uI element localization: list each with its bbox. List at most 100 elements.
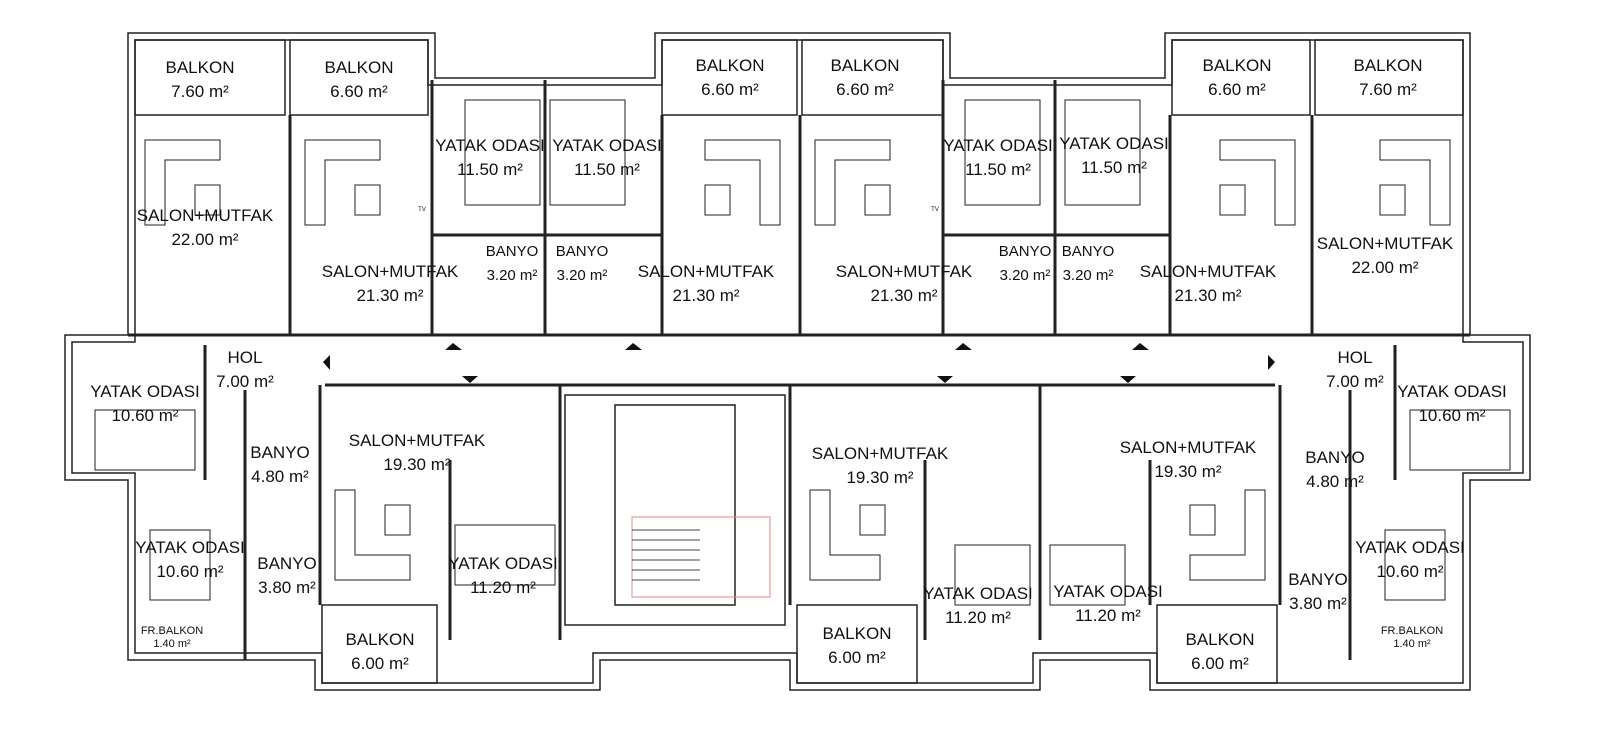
room-label: BANYO 3.20 m² (1062, 240, 1115, 288)
furniture (94, 99, 1511, 606)
room-area: 10.60 m² (111, 406, 179, 425)
room-area: 10.60 m² (1418, 406, 1486, 425)
room-name: YATAK ODASI (435, 136, 545, 155)
room-area: 3.80 m² (258, 578, 316, 597)
room-area: 11.50 m² (457, 160, 523, 179)
room-area: 7.60 m² (171, 82, 229, 101)
room-label: YATAK ODASI 10.60 m² (90, 380, 200, 428)
bottom-partitions (203, 345, 1397, 660)
room-label: BANYO 3.20 m² (486, 240, 539, 288)
room-name: BANYO (250, 443, 310, 462)
room-area: 6.60 m² (330, 82, 388, 101)
room-label: BALKON 6.00 m² (346, 628, 415, 676)
room-label: BALKON 6.00 m² (1186, 628, 1255, 676)
room-name: HOL (1337, 348, 1373, 367)
top-partitions (288, 80, 1314, 335)
room-name: BALKON (830, 56, 900, 75)
room-area: 11.50 m² (965, 160, 1031, 179)
room-name: BANYO (257, 554, 317, 573)
room-name: BALKON (1353, 56, 1423, 75)
room-area: 3.80 m² (1289, 594, 1347, 613)
room-area: 4.80 m² (251, 467, 309, 486)
room-area: 6.60 m² (701, 80, 759, 99)
room-area: 21.30 m² (1174, 286, 1242, 305)
room-area: 6.00 m² (828, 648, 886, 667)
room-area: 7.00 m² (216, 372, 274, 391)
balcony-wall (1171, 39, 1311, 116)
room-area: 21.30 m² (870, 286, 938, 305)
room-name: BALKON (1185, 630, 1255, 649)
room-name: BANYO (1305, 448, 1365, 467)
room-label: SALON+MUTFAK 19.30 m² (812, 442, 949, 490)
room-label: BALKON 6.60 m² (325, 56, 394, 104)
room-area: 6.00 m² (1191, 654, 1249, 673)
room-label: BANYO 4.80 m² (250, 441, 310, 489)
room-name: SALON+MUTFAK (637, 262, 775, 281)
room-area: 21.30 m² (356, 286, 424, 305)
stair-core (564, 394, 786, 626)
room-name: SALON+MUTFAK (136, 206, 274, 225)
room-name: YATAK ODASI (448, 554, 558, 573)
room-area: 1.40 m² (1393, 638, 1431, 650)
room-name: YATAK ODASI (1355, 538, 1465, 557)
balcony-wall (134, 39, 286, 116)
room-name: SALON+MUTFAK (811, 444, 949, 463)
room-name: BANYO (1061, 243, 1115, 260)
room-area: 3.20 m² (1062, 267, 1114, 284)
room-area: 6.00 m² (351, 654, 409, 673)
room-name: FR.BALKON (1380, 625, 1444, 637)
room-name: SALON+MUTFAK (321, 262, 459, 281)
room-name: BALKON (345, 630, 415, 649)
room-name: HOL (227, 348, 263, 367)
room-area: 1.40 m² (153, 638, 191, 650)
room-label: SALON+MUTFAK 22.00 m² (137, 204, 274, 252)
balcony-wall (801, 39, 944, 116)
room-name: YATAK ODASI (90, 382, 200, 401)
room-name: BANYO (1288, 570, 1348, 589)
entry-arrows (323, 343, 1275, 383)
room-label: SALON+MUTFAK 21.30 m² (1140, 260, 1277, 308)
room-area: 19.30 m² (846, 468, 914, 487)
room-label: BANYO 3.80 m² (1288, 568, 1348, 616)
room-area: 3.20 m² (486, 267, 538, 284)
room-area: 7.60 m² (1359, 80, 1417, 99)
room-name: YATAK ODASI (923, 584, 1033, 603)
room-name: BALKON (165, 58, 235, 77)
room-name: BANYO (555, 243, 609, 260)
room-label: BALKON 7.60 m² (1354, 54, 1423, 102)
room-name: SALON+MUTFAK (835, 262, 973, 281)
room-label: BANYO 3.20 m² (999, 240, 1052, 288)
room-area: 6.60 m² (836, 80, 894, 99)
tv-label: TV (931, 207, 939, 213)
outer-wall (64, 32, 1531, 691)
room-area: 3.20 m² (999, 267, 1051, 284)
room-area: 19.30 m² (383, 455, 451, 474)
room-name: YATAK ODASI (1059, 134, 1169, 153)
room-area: 11.20 m² (1075, 606, 1141, 625)
room-area: 22.00 m² (171, 230, 239, 249)
room-name: SALON+MUTFAK (1139, 262, 1277, 281)
room-label: BALKON 7.60 m² (166, 56, 235, 104)
room-label: BANYO 3.80 m² (257, 552, 317, 600)
room-name: BALKON (324, 58, 394, 77)
room-name: BANYO (485, 243, 539, 260)
room-area: 11.50 m² (574, 160, 640, 179)
room-name: BALKON (695, 56, 765, 75)
room-area: 11.20 m² (470, 578, 536, 597)
room-name: BANYO (998, 243, 1052, 260)
room-label: HOL 7.00 m² (216, 346, 274, 394)
